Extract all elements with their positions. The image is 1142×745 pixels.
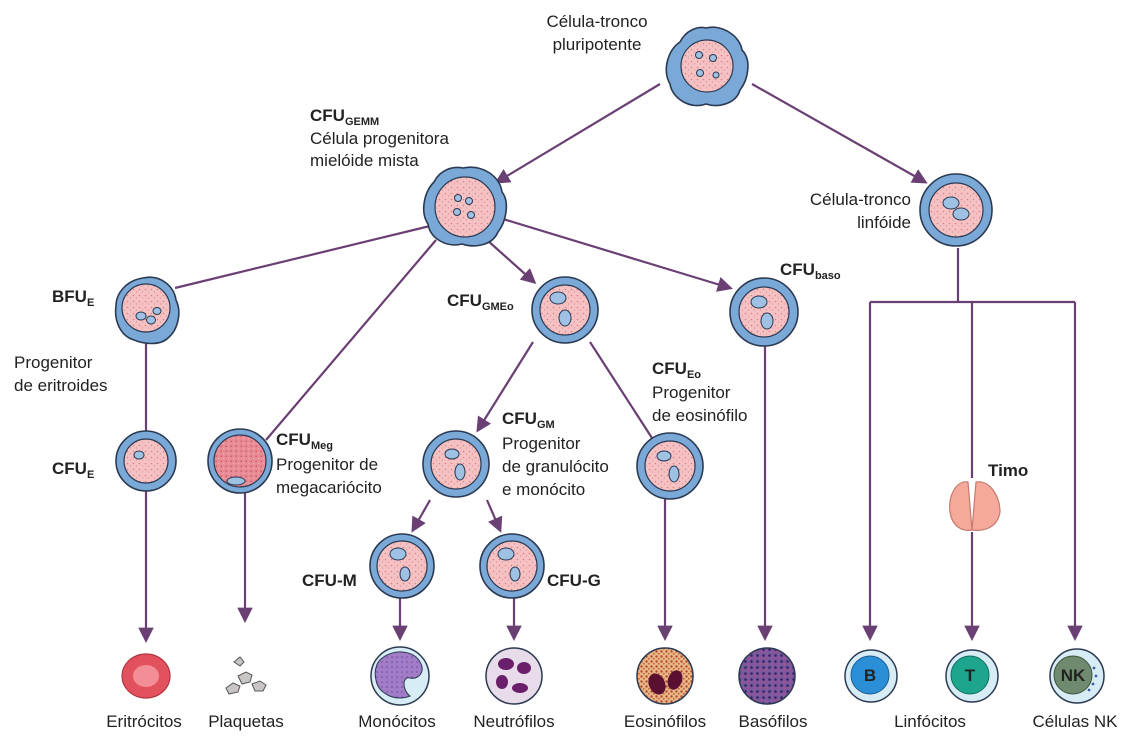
nk-cell-label: NK xyxy=(1061,666,1086,685)
platelets-icon xyxy=(225,656,267,695)
arrow-gm-to-m xyxy=(411,499,431,533)
arrow-gemm-to-gmeo xyxy=(486,239,537,285)
t-cell-label: T xyxy=(965,666,976,685)
cell-cfu-gemm xyxy=(422,166,508,247)
label-lymphocytes: Linfócitos xyxy=(894,712,966,731)
line-gmeo-to-eo xyxy=(589,341,653,439)
labels: Célula-tronco pluripotente CFUGEMM Célul… xyxy=(14,12,1118,731)
label-erythrocytes: Eritrócitos xyxy=(106,712,182,731)
thymus-label: Timo xyxy=(988,461,1028,480)
cfu-g-label: CFU-G xyxy=(547,571,601,590)
thymus-icon xyxy=(949,481,1001,531)
cfu-gemm-desc-line-1: Célula progenitora xyxy=(310,129,449,148)
cfu-gemm-desc-line-2: mielóide mista xyxy=(310,151,419,170)
stem-cell-pluripotent xyxy=(665,26,749,107)
label-nk-cells: Células NK xyxy=(1032,712,1118,731)
nk-cell-icon: NK xyxy=(1049,648,1105,704)
cfu-gm-label: CFUGM xyxy=(502,409,555,431)
arrow-gemm-to-baso xyxy=(502,217,733,292)
cfu-gemm-label: CFUGEMM xyxy=(310,106,379,128)
b-lymphocyte-icon: B xyxy=(844,649,898,703)
cfu-eo-desc-line-1: Progenitor xyxy=(652,383,731,402)
cfu-gm-desc-line-1: Progenitor xyxy=(502,434,581,453)
cell-lymphoid-stem xyxy=(919,173,993,247)
line-gemm-to-bfue xyxy=(174,224,431,290)
cfu-baso-label: CFUbaso xyxy=(780,260,841,282)
bfu-e-desc-line-1: Progenitor xyxy=(14,353,93,372)
eosinophil-icon xyxy=(636,647,694,705)
stem-cell-label-line-1: Célula-tronco xyxy=(546,12,647,31)
cfu-eo-desc-line-2: de eosinófilo xyxy=(652,406,747,425)
cell-cfu-meg xyxy=(207,428,273,494)
neutrophil-icon xyxy=(485,647,543,705)
arrow-gm-to-g xyxy=(485,499,503,533)
line-gemm-to-meg xyxy=(265,239,437,441)
cell-cfu-baso xyxy=(729,277,799,347)
cell-cfu-gmeo xyxy=(531,276,599,344)
cfu-m-label: CFU-M xyxy=(302,571,357,590)
cell-cfu-gm xyxy=(422,430,490,498)
cfu-meg-label: CFUMeg xyxy=(276,430,333,452)
cfu-meg-desc-line-1: Progenitor de xyxy=(276,455,378,474)
bfu-e-label: BFUE xyxy=(52,287,94,309)
lymphoid-stem-label-line-1: Célula-tronco xyxy=(810,190,911,209)
cfu-e-label: CFUE xyxy=(52,459,94,481)
arrow-stem-to-gemm xyxy=(494,83,661,184)
label-platelets: Plaquetas xyxy=(208,712,284,731)
cell-cfu-m xyxy=(369,533,435,599)
cell-cfu-e xyxy=(115,430,177,492)
cfu-eo-label: CFUEo xyxy=(652,359,701,381)
cfu-meg-desc-line-2: megacariócito xyxy=(276,478,382,497)
cell-bfu-e xyxy=(114,276,180,345)
basophil-icon xyxy=(738,647,796,705)
cfu-gm-desc-line-3: e monócito xyxy=(502,480,585,499)
stem-cell-label-line-2: pluripotente xyxy=(553,35,642,54)
bfu-e-desc-line-2: de eritroides xyxy=(14,376,108,395)
edges xyxy=(138,83,1083,644)
t-lymphocyte-icon: T xyxy=(945,649,999,703)
lymphoid-stem-label-line-2: linfóide xyxy=(857,213,911,232)
label-monocytes: Monócitos xyxy=(358,712,435,731)
cfu-gmeo-label: CFUGMEo xyxy=(447,291,514,313)
cfu-gm-desc-line-2: de granulócito xyxy=(502,457,609,476)
label-basophils: Basófilos xyxy=(739,712,808,731)
monocyte-icon xyxy=(370,646,430,706)
cell-cfu-g xyxy=(479,533,545,599)
label-eosinophils: Eosinófilos xyxy=(624,712,706,731)
arrow-gmeo-to-gm xyxy=(476,341,534,433)
label-neutrophils: Neutrófilos xyxy=(473,712,554,731)
arrow-stem-to-lymphoid xyxy=(751,83,928,184)
cell-cfu-eo xyxy=(636,432,704,500)
erythrocyte-icon xyxy=(121,653,171,699)
b-cell-label: B xyxy=(864,666,876,685)
